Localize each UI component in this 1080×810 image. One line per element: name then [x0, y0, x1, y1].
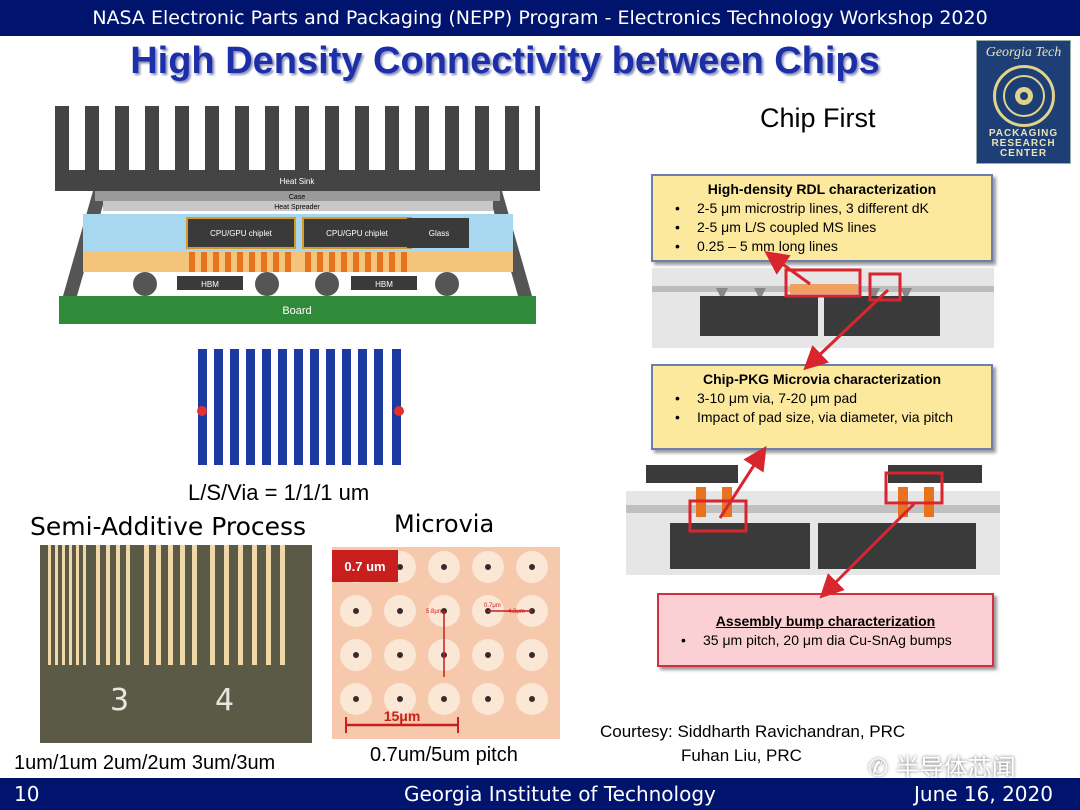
logo-line-2: RESEARCH	[991, 138, 1056, 149]
microvia-measure-3: 4.3μm	[508, 609, 525, 615]
rdl-item-3: 0.25 – 5 mm long lines	[675, 237, 991, 256]
case-label: Case	[289, 194, 305, 201]
microvia-scale-bar: 15μm	[384, 708, 421, 724]
header-bar: NASA Electronic Parts and Packaging (NEP…	[0, 0, 1080, 36]
board-label: Board	[282, 305, 311, 317]
arrow-microvia	[803, 288, 890, 371]
slide-title: High Density Connectivity between Chips	[130, 40, 880, 82]
chiplet-2-label: CPU/GPU chiplet	[326, 229, 389, 238]
chip-first-cross-section-top	[652, 268, 994, 348]
footer-bar: 10 Georgia Institute of Technology June …	[0, 778, 1080, 810]
arrow-rdl	[764, 250, 811, 286]
microvia-micrograph: 0.7 um 5.8μm 0.7μm 4.3μm 15μm	[332, 547, 560, 739]
heat-spreader-label: Heat Spreader	[274, 204, 320, 211]
ls-via-label: L/S/Via = 1/1/1 um	[188, 480, 370, 505]
courtesy-line-2: Fuhan Liu, PRC	[681, 746, 802, 765]
rdl-box-heading: High-density RDL characterization	[707, 181, 937, 197]
rdl-characterization-box: High-density RDL characterization 2-5 μm…	[651, 174, 993, 262]
footer-date: June 16, 2020	[914, 782, 1053, 806]
logo-line-1: PACKAGING	[988, 128, 1059, 139]
georgia-tech-prc-logo: Georgia Tech PACKAGING RESEARCH CENTER	[976, 40, 1071, 164]
arrow-bump	[819, 502, 916, 599]
logo-emblem-icon	[992, 65, 1055, 127]
heat-sink-gaps	[69, 106, 535, 170]
courtesy-line-1: Courtesy: Siddharth Ravichandran, PRC	[600, 722, 906, 741]
rdl-item-1: 2-5 μm microstrip lines, 3 different dK	[675, 199, 991, 218]
rdl-item-2: 2-5 μm L/S coupled MS lines	[675, 218, 991, 237]
page-number: 10	[14, 782, 40, 806]
microvia-characterization-box: Chip-PKG Microvia characterization 3-10 …	[651, 364, 993, 450]
microvia-item-1: 3-10 μm via, 7-20 μm pad	[675, 389, 991, 408]
microvia-measure-1: 5.8μm	[426, 609, 443, 615]
bump-item-1: 35 μm pitch, 20 μm dia Cu-SnAg bumps	[681, 631, 992, 650]
header-text: NASA Electronic Parts and Packaging (NEP…	[92, 7, 988, 29]
package-cross-section-diagram: Heat Sink Case Heat Spreader CPU/GPU chi…	[55, 106, 540, 324]
microvia-item-2: Impact of pad size, via diameter, via pi…	[675, 408, 991, 427]
line-space-pattern	[197, 349, 404, 465]
footer-institute: Georgia Institute of Technology	[404, 782, 716, 806]
hbm-2-label: HBM	[375, 280, 393, 289]
chat-bubble-icon: ✆	[868, 754, 896, 782]
sap-caption: 1um/1um 2um/2um 3um/3um	[14, 752, 276, 774]
microvia-measure-2: 0.7μm	[484, 603, 501, 609]
bump-box-heading: Assembly bump characterization	[715, 613, 936, 629]
watermark-text: 半导体芯闻	[895, 754, 1016, 782]
chip-first-cross-section-bottom	[626, 465, 1000, 575]
hbm-1-label: HBM	[201, 280, 219, 289]
bump-characterization-box: Assembly bump characterization 35 μm pit…	[657, 593, 994, 667]
sap-number-3: 3	[110, 683, 129, 718]
glass-label: Glass	[429, 229, 449, 238]
heat-sink-label: Heat Sink	[280, 177, 316, 186]
microvia-caption: 0.7um/5um pitch	[370, 744, 518, 766]
watermark: ✆ 半导体芯闻	[868, 748, 1016, 783]
microvia-scale-tag: 0.7 um	[344, 559, 385, 574]
sap-label: Semi-Additive Process	[30, 512, 307, 541]
logo-line-3: CENTER	[999, 148, 1048, 159]
sap-number-4: 4	[215, 683, 234, 718]
microvia-label: Microvia	[394, 510, 495, 538]
chiplet-1-label: CPU/GPU chiplet	[210, 229, 273, 238]
chip-first-label: Chip First	[760, 103, 876, 133]
microvia-box-heading: Chip-PKG Microvia characterization	[702, 371, 942, 387]
arrow-microvia-2	[718, 445, 767, 519]
sap-micrograph: 3 4	[40, 545, 312, 743]
callout-arrows	[718, 250, 916, 599]
logo-name: Georgia Tech	[985, 45, 1062, 60]
